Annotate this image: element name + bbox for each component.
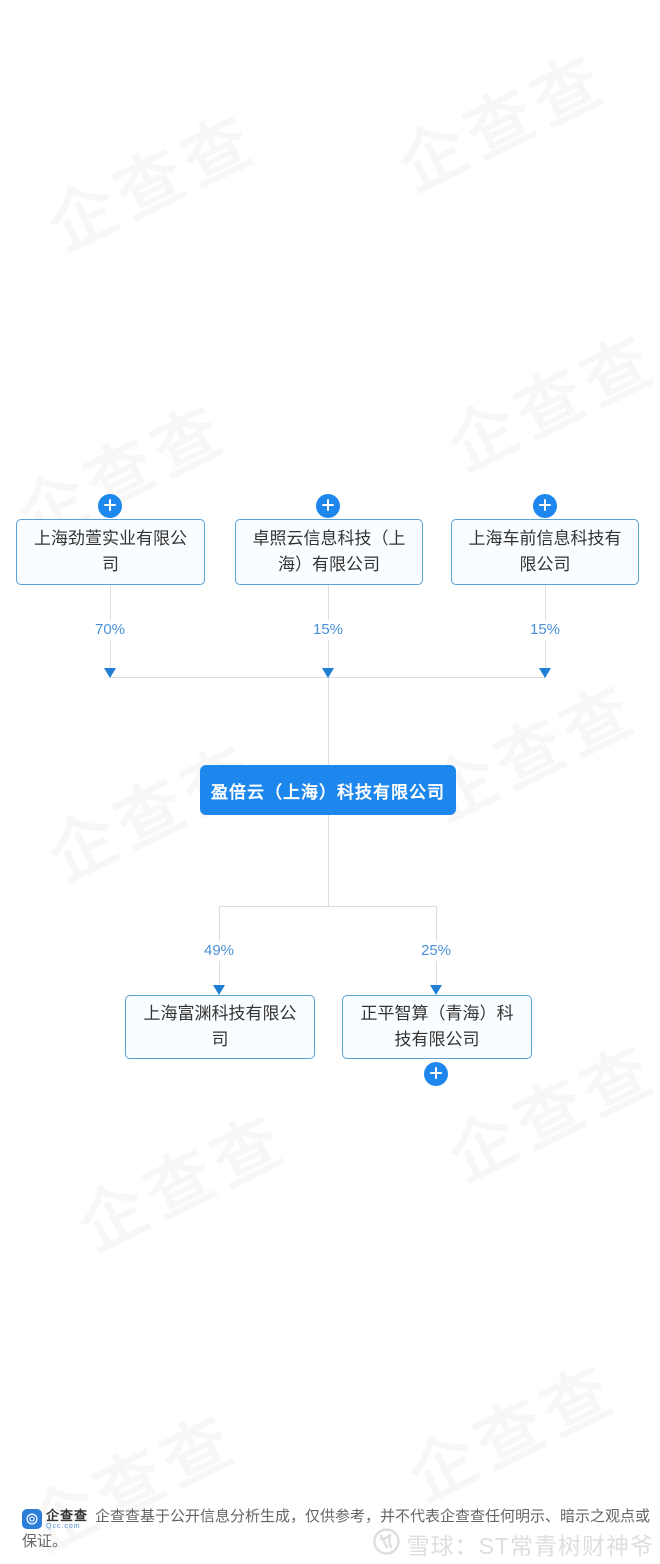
connector-line — [328, 815, 329, 906]
company-node-focus[interactable]: 盈倍云（上海）科技有限公司 — [200, 765, 456, 815]
expand-shareholder-3-button[interactable] — [533, 494, 557, 518]
company-name: 卓照云信息科技（上海）有限公司 — [252, 529, 406, 574]
company-node-shareholder-2[interactable]: 卓照云信息科技（上海）有限公司 — [235, 519, 423, 585]
qcc-brand-subtext: Qcc.com — [46, 1522, 81, 1530]
company-name: 正平智算（青海）科技有限公司 — [360, 1004, 514, 1049]
company-node-shareholder-3[interactable]: 上海车前信息科技有限公司 — [451, 519, 639, 585]
background-watermark: 企查查 — [387, 40, 620, 205]
percent-label-investment-2: 25% — [415, 941, 457, 961]
arrow-down-icon — [430, 985, 442, 995]
background-watermark: 企查查 — [437, 320, 660, 485]
company-node-shareholder-1[interactable]: 上海劲萱实业有限公司 — [16, 519, 205, 585]
qcc-logo: 企查查 Qcc.com — [22, 1509, 88, 1530]
company-name: 上海劲萱实业有限公司 — [34, 529, 187, 574]
background-watermark: 企查查 — [397, 1350, 630, 1515]
qcc-logo-icon — [22, 1509, 42, 1529]
expand-shareholder-2-button[interactable] — [316, 494, 340, 518]
percent-label-shareholder-2: 15% — [307, 620, 349, 640]
arrow-down-icon — [104, 668, 116, 678]
arrow-down-icon — [213, 985, 225, 995]
connector-line — [219, 906, 437, 907]
company-node-investment-1[interactable]: 上海富渊科技有限公司 — [125, 995, 315, 1059]
expand-investment-2-button[interactable] — [424, 1062, 448, 1086]
footer-disclaimer: 企查查 Qcc.com 企查查基于公开信息分析生成，仅供参考，并不代表企查查任何… — [22, 1505, 660, 1553]
focus-company-name: 盈倍云（上海）科技有限公司 — [211, 782, 445, 802]
company-node-investment-2[interactable]: 正平智算（青海）科技有限公司 — [342, 995, 532, 1059]
disclaimer-text: 企查查基于公开信息分析生成，仅供参考，并不代表企查查任何明示、暗示之观点或保证。 — [22, 1508, 651, 1550]
percent-label-shareholder-1: 70% — [89, 620, 131, 640]
qcc-brand-text: 企查查 — [46, 1507, 89, 1523]
connector-line — [328, 677, 329, 765]
arrow-down-icon — [539, 668, 551, 678]
expand-shareholder-1-button[interactable] — [98, 494, 122, 518]
arrow-down-icon — [322, 668, 334, 678]
plus-icon — [322, 498, 334, 514]
company-name: 上海车前信息科技有限公司 — [468, 529, 622, 574]
background-watermark: 企查查 — [37, 100, 270, 265]
plus-icon — [104, 498, 116, 514]
plus-icon — [430, 1066, 442, 1082]
plus-icon — [539, 498, 551, 514]
background-watermark: 企查查 — [67, 1100, 300, 1265]
percent-label-shareholder-3: 15% — [524, 620, 566, 640]
company-name: 上海富渊科技有限公司 — [143, 1004, 297, 1049]
percent-label-investment-1: 49% — [198, 941, 240, 961]
